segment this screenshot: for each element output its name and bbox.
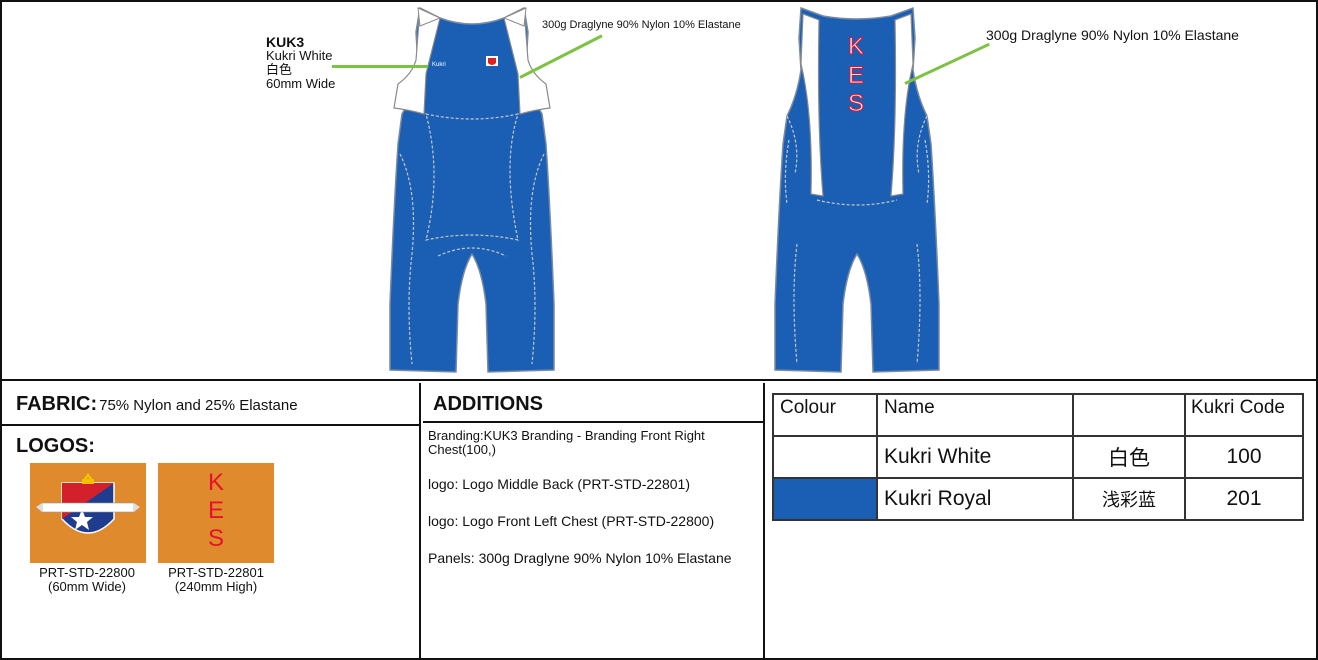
kuk3-callout-line [332, 65, 428, 68]
logo-1-code: PRT-STD-22800 [39, 565, 135, 580]
back-right-white-panel [890, 13, 914, 197]
back-garment: K E S [774, 6, 940, 373]
logos-label: LOGOS: [16, 435, 95, 457]
fabric-row: FABRIC: 75% Nylon and 25% Elastane [2, 383, 419, 426]
back-right-seam [916, 115, 930, 205]
back-left-white-panel [800, 13, 824, 197]
front-center-diamond [425, 113, 519, 241]
front-fabric-callout: 300g Draglyne 90% Nylon 10% Elastane [542, 19, 741, 31]
fabric-value: 75% Nylon and 25% Elastane [99, 397, 298, 414]
logo-kes-tile: K E S [158, 463, 274, 563]
colour-name: Kukri Royal [876, 477, 1074, 521]
kuk3-colour-zh: 白色 [266, 62, 293, 77]
additions-title: ADDITIONS [423, 383, 763, 423]
logo-kes-letter-e: E [207, 497, 224, 524]
front-left-seam [399, 153, 415, 365]
kuk3-code: KUK3 [266, 34, 305, 50]
kuk3-colour-en: Kukri White [266, 48, 333, 63]
back-letter-s: S [848, 90, 864, 117]
logo-kes-letter-k: K [207, 469, 224, 496]
kuk3-callout: KUK3 Kukri White 白色 60mm Wide [266, 35, 335, 91]
colour-panel: Colour Name Kukri Code Kukri White 白色 10… [767, 383, 1316, 660]
table-row: Kukri White 白色 100 [772, 435, 1304, 479]
garment-view-area: Kukri K E S KUK3 Kukri White 白色 60mm W [2, 2, 1316, 381]
additions-list: Branding:KUK3 Branding - Branding Front … [423, 423, 763, 567]
front-crotch-seam [437, 247, 507, 257]
addition-item: Panels: 300g Draglyne 90% Nylon 10% Elas… [428, 550, 732, 566]
front-garment: Kukri [389, 6, 555, 373]
back-letter-k: K [848, 33, 864, 60]
colour-swatch [772, 435, 878, 479]
front-right-seam [529, 153, 545, 365]
crest-icon [36, 473, 140, 534]
fabric-label: FABRIC: [16, 393, 98, 415]
logo-kes-letter-s: S [207, 525, 224, 552]
addition-item: logo: Logo Front Left Chest (PRT-STD-228… [428, 513, 715, 529]
back-left-seam [784, 115, 798, 205]
front-white-shoulder-right [502, 7, 527, 27]
table-row: Kukri Royal 浅彩蓝 201 [772, 477, 1304, 521]
back-fabric-callout: 300g Draglyne 90% Nylon 10% Elastane [986, 27, 1239, 43]
header-zh [1072, 393, 1186, 437]
kuk3-size: 60mm Wide [266, 76, 336, 91]
kukri-code: 100 [1184, 435, 1304, 479]
back-letter-e: E [848, 62, 864, 89]
colour-name: Kukri White [876, 435, 1074, 479]
logo-2-size: (240mm High) [174, 579, 258, 594]
additions-panel: ADDITIONS Branding:KUK3 Branding - Brand… [423, 383, 765, 660]
logo-1-size: (60mm Wide) [47, 579, 126, 594]
colour-name-zh: 浅彩蓝 [1072, 477, 1186, 521]
front-white-shoulder-left [417, 7, 442, 27]
front-crest-mini-icon [486, 56, 498, 66]
addition-item: logo: Logo Middle Back (PRT-STD-22801) [428, 476, 690, 492]
colour-table-header: Colour Name Kukri Code [772, 393, 1304, 437]
addition-item: Branding:KUK3 Branding - Branding Front … [428, 428, 705, 457]
logo-2-code: PRT-STD-22801 [168, 565, 264, 580]
colour-swatch [772, 477, 878, 521]
logo-2-caption: PRT-STD-22801 (240mm High) [146, 566, 286, 594]
kukri-code: 201 [1184, 477, 1304, 521]
front-brand-mark: Kukri [432, 62, 446, 68]
back-leg-seam-left [793, 243, 798, 365]
fabric-logos-panel: FABRIC: 75% Nylon and 25% Elastane LOGOS… [2, 383, 421, 660]
logo-crest-tile [30, 463, 146, 563]
back-lower-seam [816, 199, 898, 206]
logo-1-caption: PRT-STD-22800 (60mm Wide) [17, 566, 157, 594]
back-leg-seam-right [916, 243, 921, 365]
header-colour: Colour [772, 393, 878, 437]
colour-table: Colour Name Kukri Code Kukri White 白色 10… [772, 393, 1304, 521]
colour-name-zh: 白色 [1072, 435, 1186, 479]
header-kukri-code: Kukri Code [1184, 393, 1304, 437]
front-right-white-panel [503, 7, 551, 115]
header-name: Name [876, 393, 1074, 437]
